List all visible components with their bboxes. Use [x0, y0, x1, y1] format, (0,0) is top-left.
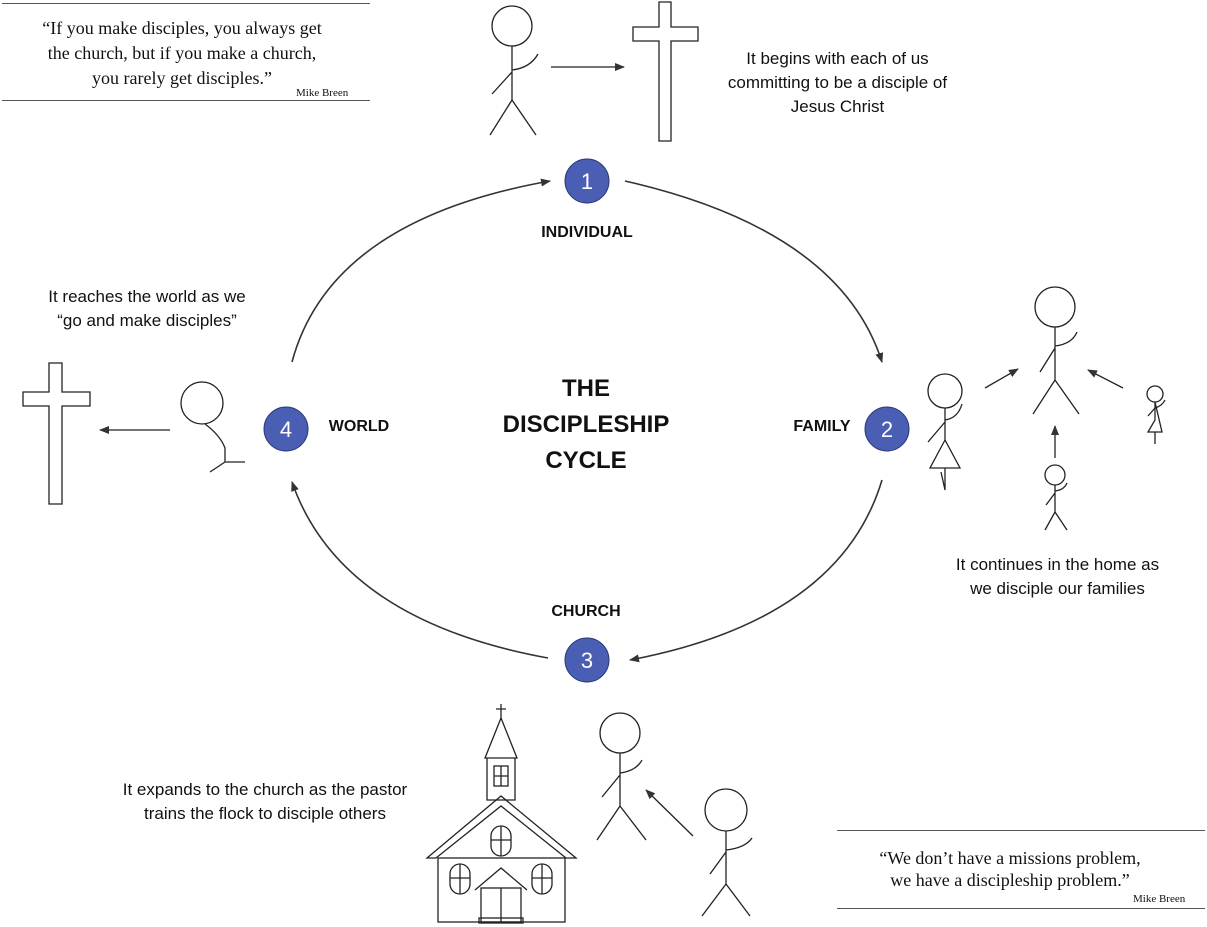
quote-1-line-2: the church, but if you make a church,: [47, 43, 317, 63]
step-4-caption-line-1: It reaches the world as we: [48, 287, 246, 306]
step-badge-4: 4: [263, 406, 309, 452]
step-2-label: FAMILY: [793, 418, 851, 435]
step-2-number: 2: [881, 417, 893, 442]
cycle-arrow-2-to-3: [629, 479, 883, 663]
step-1-caption-line-3: Jesus Christ: [790, 97, 885, 116]
center-title-line-1: THE: [562, 375, 610, 402]
cycle-arrow-3-to-4: [291, 481, 549, 659]
cycle-arrow-4-to-1: [291, 178, 551, 363]
step-2-caption-line-1: It continues in the home as: [955, 555, 1160, 574]
stick-figure-icon: [1044, 464, 1068, 531]
quote-1-line-1: “If you make disciples, you always get: [42, 18, 322, 38]
stick-figure-icon: [489, 5, 539, 136]
step-badge-1: 1: [564, 158, 610, 204]
step-1-caption-line-2: committing to be a disciple of: [727, 73, 948, 92]
cross-icon: [632, 1, 699, 142]
step-1-label: INDIVIDUAL: [541, 224, 633, 241]
cross-icon: [22, 362, 91, 505]
stick-figure-icon: [596, 712, 647, 841]
arrow-icon: [1087, 369, 1124, 389]
step-3-label: CHURCH: [551, 603, 621, 620]
step-badge-3: 3: [564, 637, 610, 683]
step-badge-2: 2: [864, 406, 910, 452]
church-building-icon: [425, 704, 578, 924]
stick-figure-icon: [701, 788, 753, 917]
cycle-arrow-1-to-2: [624, 180, 884, 363]
step-2-caption-line-2: we disciple our families: [970, 579, 1145, 598]
quote-2-author: Mike Breen: [1133, 893, 1186, 905]
step-3-number: 3: [581, 648, 593, 673]
step-1-caption-line-1: It begins with each of us: [746, 49, 929, 68]
quote-1-line-3: you rarely get disciples.”: [92, 68, 272, 88]
quote-2-line-1: “We don’t have a missions problem,: [879, 848, 1141, 868]
stick-figure-icon: [1146, 385, 1166, 444]
kneeling-figure-icon: [180, 381, 245, 473]
quote-bottom-rule: [2, 100, 370, 101]
quote-bottom-rule: [837, 908, 1205, 909]
stick-figure-icon: [1032, 286, 1080, 415]
step-4-label: WORLD: [328, 418, 390, 435]
quote-2-line-2: we have a discipleship problem.”: [890, 870, 1130, 890]
quote-top-rule: [2, 3, 370, 4]
step-1-number: 1: [581, 169, 593, 194]
quote-top-rule: [837, 830, 1205, 831]
stick-figure-icon: [927, 373, 963, 491]
step-3-caption-line-1: It expands to the church as the pastor: [122, 780, 408, 799]
arrow-icon: [984, 368, 1019, 389]
center-title-line-2: DISCIPLESHIP: [502, 411, 670, 438]
quote-1-author: Mike Breen: [296, 87, 349, 99]
step-3-caption-line-2: trains the flock to disciple others: [144, 804, 386, 823]
step-4-number: 4: [280, 417, 292, 442]
step-4-caption-line-2: “go and make disciples”: [57, 311, 237, 330]
arrow-icon: [645, 789, 694, 837]
center-title-line-3: CYCLE: [545, 447, 627, 474]
